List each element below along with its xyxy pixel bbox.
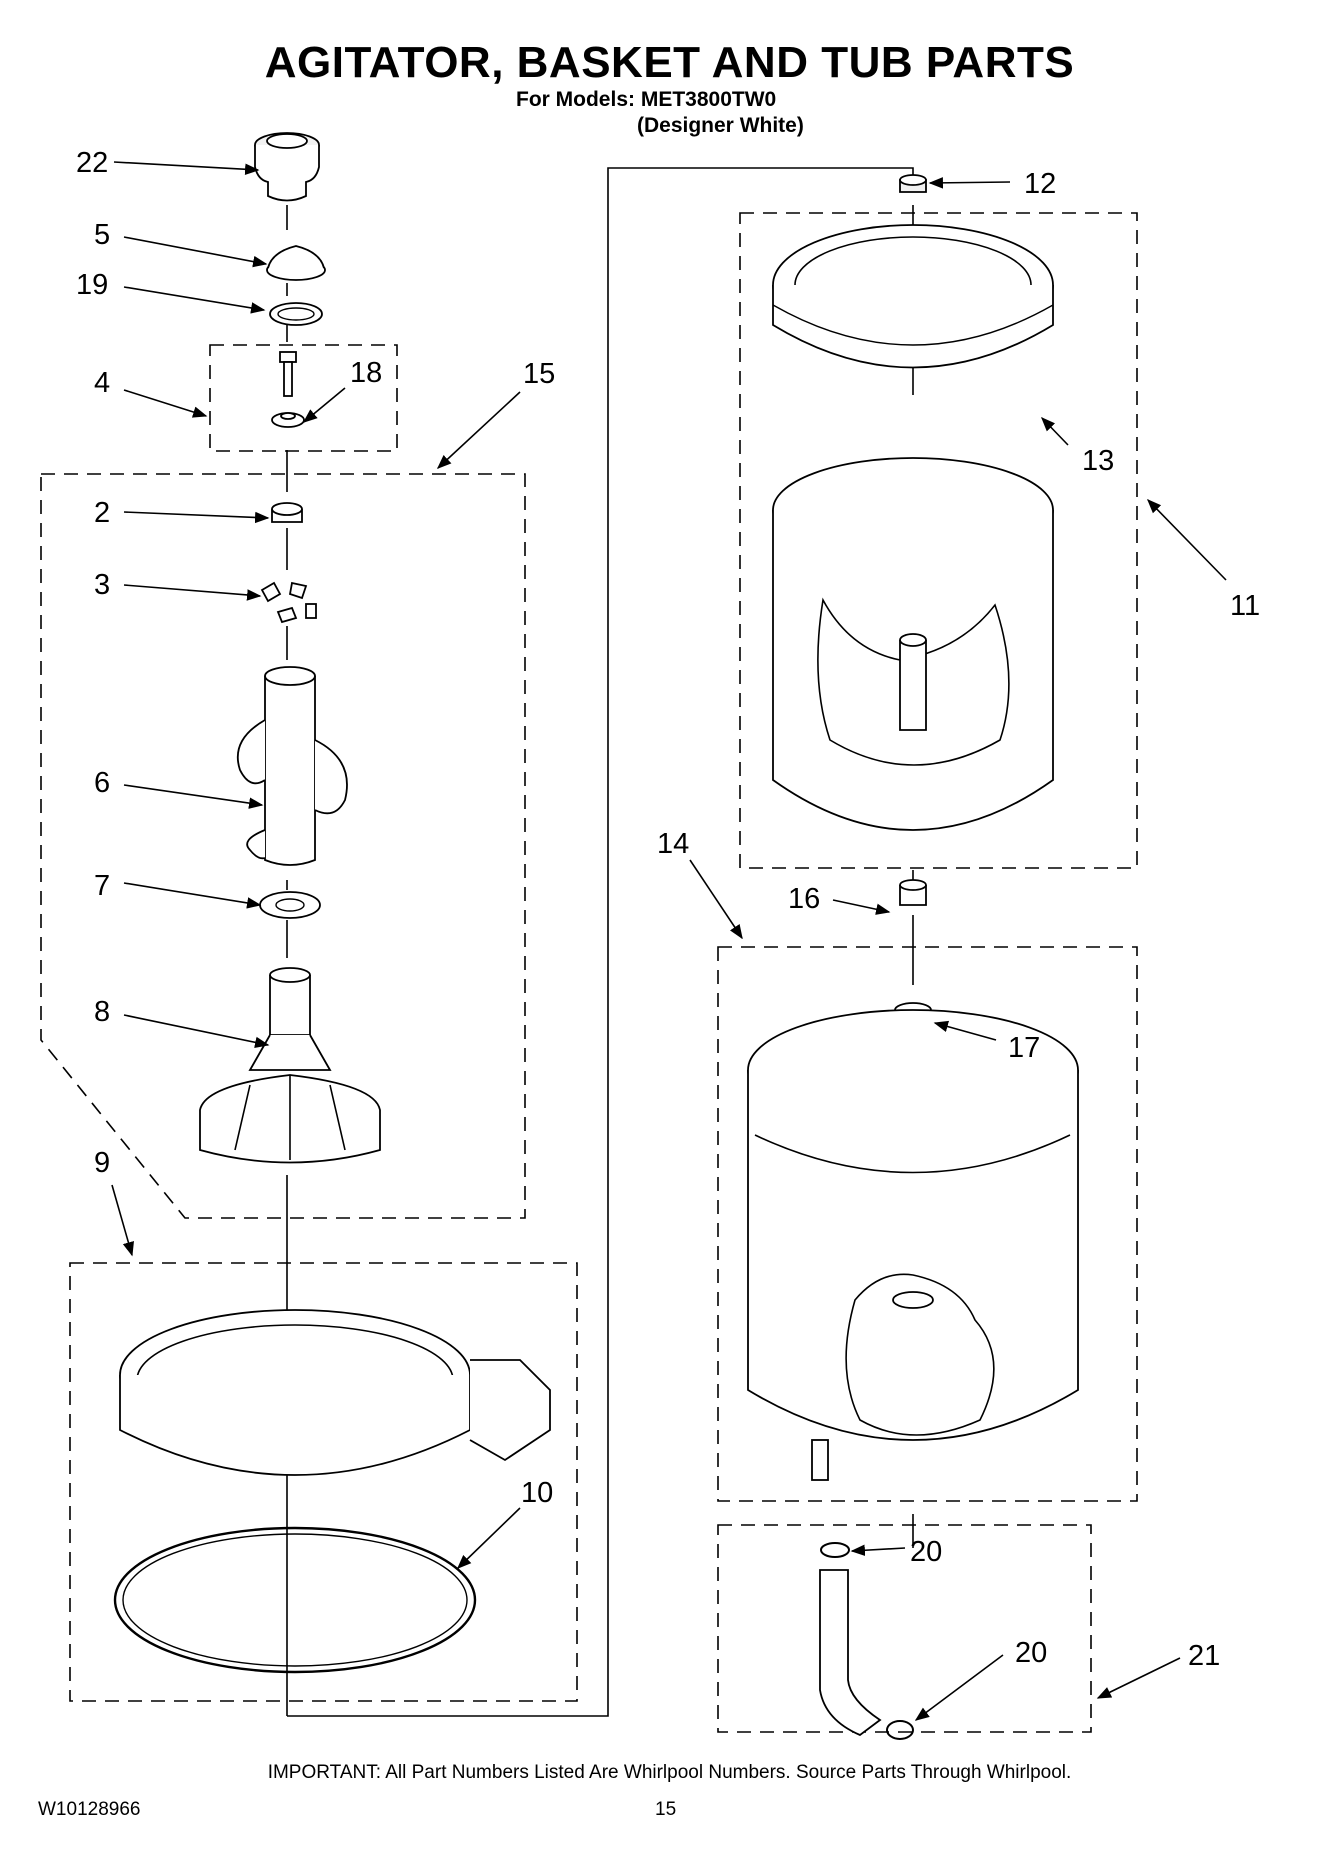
- callout-22: 22: [76, 147, 108, 179]
- group-box-9: [69, 1262, 578, 1702]
- page-title: AGITATOR, BASKET AND TUB PARTS: [264, 38, 1075, 87]
- part-8-lower-agitator: [199, 967, 381, 1164]
- callout-16: 16: [788, 883, 820, 915]
- callout-2: 2: [94, 497, 110, 529]
- callout-19: 19: [76, 269, 108, 301]
- callout-13: 13: [1082, 445, 1114, 477]
- part-2-dogs-cover: [271, 502, 303, 523]
- callout-14: 14: [657, 828, 689, 860]
- part-4-bolt: [271, 351, 305, 428]
- callout-6: 6: [94, 767, 110, 799]
- callout-4: 4: [94, 367, 110, 399]
- callout-3: 3: [94, 569, 110, 601]
- callout-21: 21: [1188, 1640, 1220, 1672]
- callout-8: 8: [94, 996, 110, 1028]
- part-16-drive-block: [899, 879, 927, 906]
- part-11-basket: [772, 457, 1054, 831]
- callout-5: 5: [94, 219, 110, 251]
- part-22-agitator-cap: [254, 132, 320, 202]
- part-14-outer-tub: [747, 1009, 1079, 1481]
- callout-12: 12: [1024, 168, 1056, 200]
- group-box-11: [739, 212, 1138, 869]
- callout-15: 15: [523, 358, 555, 390]
- part-10-tub-retainer-ring: [113, 1526, 477, 1674]
- connector-line: [287, 167, 914, 1717]
- part-6-auger: [236, 666, 348, 866]
- part-9-tub-ring: [119, 1309, 551, 1476]
- part-13-balance-ring: [772, 224, 1054, 369]
- part-21-drain-hose: [819, 1542, 914, 1740]
- variant-label: (Designer White): [637, 114, 804, 137]
- callout-9: 9: [94, 1147, 110, 1179]
- part-12-hub-nut: [899, 174, 927, 193]
- group-box-4: [209, 344, 398, 452]
- callout-18: 18: [350, 357, 382, 389]
- group-box-14: [717, 946, 1138, 1502]
- part-5-cap-insert: [266, 245, 326, 281]
- important-note: IMPORTANT: All Part Numbers Listed Are W…: [267, 1762, 1072, 1783]
- callout-leaders: [111, 161, 1227, 1721]
- callout-20-lower: 20: [1015, 1637, 1047, 1669]
- page-number: 15: [655, 1799, 677, 1820]
- callout-17: 17: [1008, 1032, 1040, 1064]
- document-number: W10128966: [38, 1799, 141, 1820]
- part-3-agitator-dogs: [260, 581, 317, 624]
- callout-20-upper: 20: [910, 1536, 942, 1568]
- models-label: For Models: MET3800TW0: [516, 88, 777, 111]
- callout-11: 11: [1230, 590, 1260, 622]
- group-box-15: [40, 473, 526, 1219]
- callout-7: 7: [94, 870, 110, 902]
- group-box-21: [717, 1524, 1092, 1733]
- callout-10: 10: [521, 1477, 553, 1509]
